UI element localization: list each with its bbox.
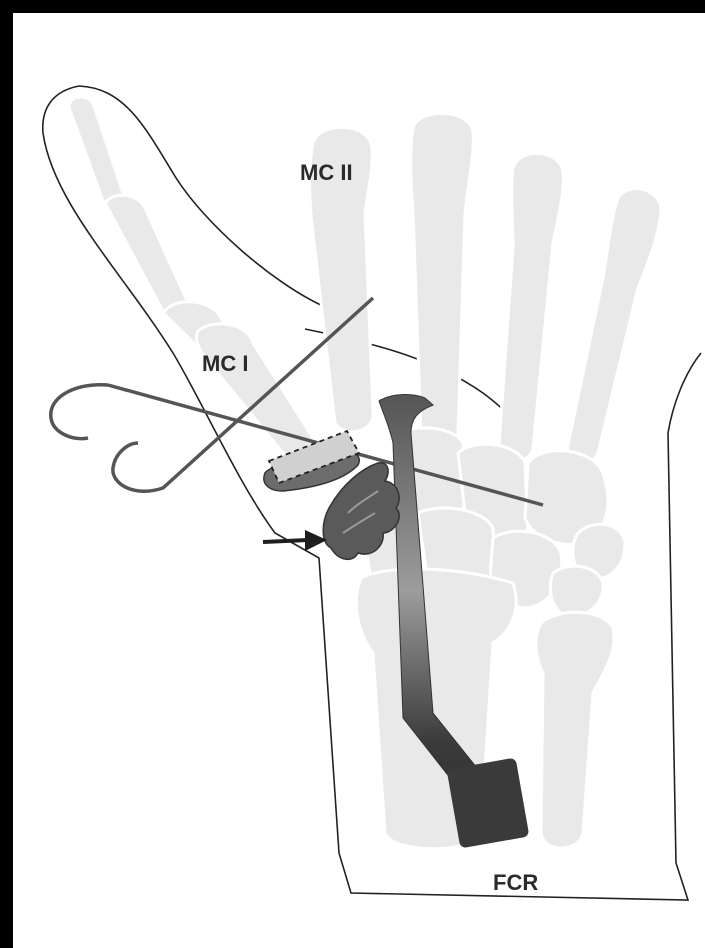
metacarpals <box>310 113 661 463</box>
fcr-tendon-stump <box>447 758 530 849</box>
label-mc2: MC II <box>300 160 353 185</box>
hand-anatomy-illustration: MC II MC I FCR <box>13 13 705 948</box>
mc4-bone <box>499 153 563 460</box>
illustration-canvas: MC II MC I FCR <box>13 13 705 948</box>
label-fcr: FCR <box>493 870 538 895</box>
ulna-bone <box>536 612 614 848</box>
mc5-bone <box>567 189 661 464</box>
arrow-right-icon <box>263 530 327 551</box>
label-mc1: MC I <box>202 351 248 376</box>
thumb-bones <box>69 97 314 458</box>
